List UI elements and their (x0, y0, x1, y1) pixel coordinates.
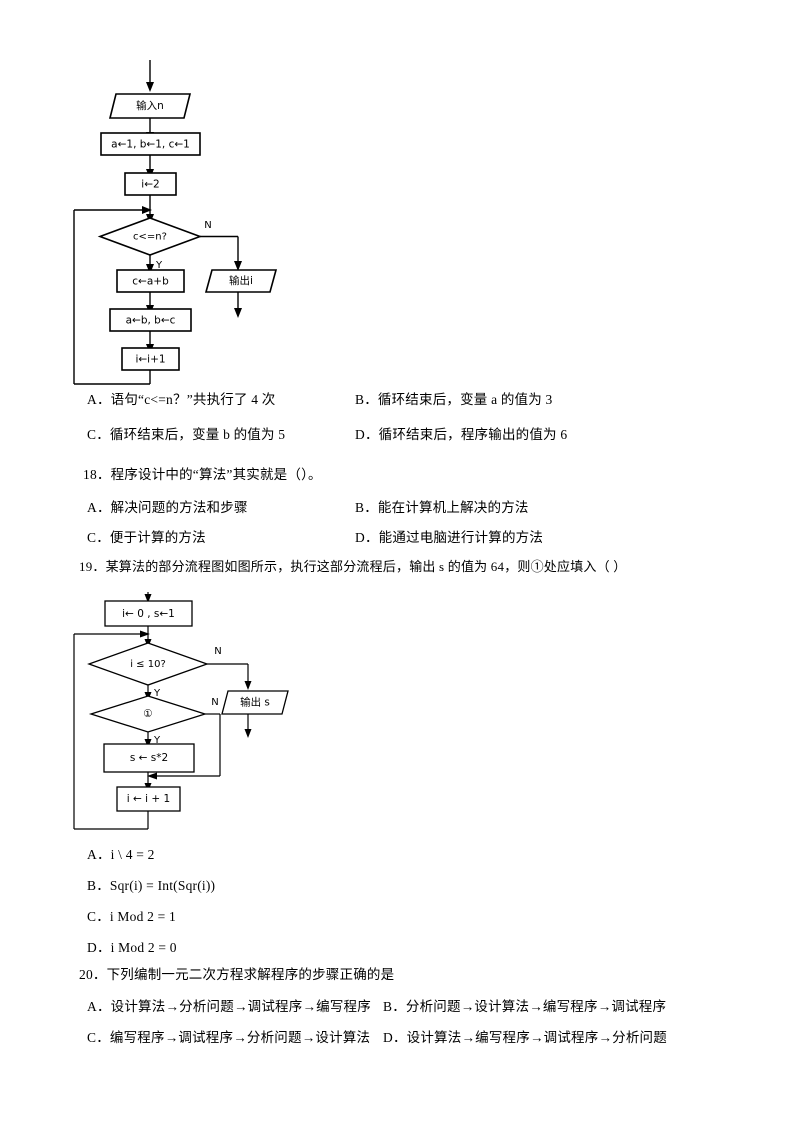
q17-option-b: B．循环结束后，变量 a 的值为 3 (355, 392, 553, 407)
fc2-branch-label-no-2: N (211, 697, 218, 708)
branch-yes-arrowhead (146, 264, 154, 274)
node-condition-c-label: c<=n? (133, 232, 167, 243)
q18-option-b: B．能在计算机上解决的方法 (355, 500, 529, 515)
entry-arrowhead (146, 82, 154, 92)
branch-label-yes: Y (155, 260, 163, 271)
q17-option-c: C．循环结束后，变量 b 的值为 5 (87, 427, 286, 442)
fc2-entry-arrowhead (144, 594, 152, 603)
q18-option-a: A．解决问题的方法和步骤 (87, 500, 248, 515)
branch-no-arrowhead (234, 261, 242, 271)
fc2-node-output-s-label: 输出 s (240, 696, 270, 709)
fc2-branch-no-arrowhead (244, 681, 252, 690)
fc2-output-exit-arrowhead (244, 729, 252, 738)
q20-option-c: C．编写程序→调试程序→分析问题→设计算法 (87, 1030, 371, 1045)
q19-option-d: D．i Mod 2 = 0 (87, 940, 177, 955)
q19-stem: 19．某算法的部分流程图如图所示，执行这部分流程后，输出 s 的值为 64，则①… (79, 559, 627, 574)
fc2-bypass-arrowhead (147, 772, 157, 780)
node-init-abc-label: a←1, b←1, c←1 (111, 139, 190, 151)
fc2-node-init (104, 600, 193, 627)
fc2-node-incr-i (116, 786, 181, 812)
q20-option-d: D．设计算法→编写程序→调试程序→分析问题 (383, 1030, 667, 1045)
q19-option-a: A．i \ 4 = 2 (87, 847, 155, 862)
node-assign-c-label: c←a+b (132, 276, 169, 288)
fc2-node-cond-mark-label: ① (143, 708, 152, 720)
fc2-node-assign-s-label: s ← s*2 (130, 752, 168, 764)
fc2-node-cond-i-label: i ≤ 10? (130, 659, 166, 670)
node-init-i-label: i←2 (141, 179, 159, 191)
q18-option-d: D．能通过电脑进行计算的方法 (355, 530, 544, 545)
node-incr-i-label: i←i+1 (135, 354, 165, 366)
flowchart-s-doubling: i← 0 , s←1 i ≤ 10? N 输出 s Y (60, 592, 320, 837)
q18-option-c: C．便于计算的方法 (87, 530, 206, 545)
flowchart-fibonacci: 输入n a←1, b←1, c←1 i←2 c<=n? N (60, 58, 320, 388)
node-input-n-label: 输入n (136, 99, 164, 112)
node-output-i (204, 269, 278, 293)
q20-stem: 20．下列编制一元二次方程求解程序的步骤正确的是 (79, 967, 395, 982)
q17-option-d: D．循环结束后，程序输出的值为 6 (355, 427, 568, 442)
fc2-node-output-s (221, 690, 289, 715)
q18-stem: 18．程序设计中的“算法”其实就是（）。 (83, 467, 322, 482)
q17-option-a: A．语句“c<=n？”共执行了 4 次 (87, 392, 276, 407)
fc2-loopback-arrowhead (140, 630, 150, 638)
node-output-i-label: 输出i (229, 274, 253, 287)
fc2-node-init-label: i← 0 , s←1 (122, 608, 175, 620)
loopback-arrowhead (142, 206, 152, 214)
node-input-n (108, 93, 192, 119)
branch-label-no: N (204, 220, 211, 231)
fc2-branch-label-yes-1: Y (153, 688, 161, 699)
q19-option-c: C．i Mod 2 = 1 (87, 909, 176, 924)
output-i-exit-arrowhead (234, 308, 242, 318)
q20-option-b: B．分析问题→设计算法→编写程序→调试程序 (383, 999, 667, 1014)
node-assign-ab-label: a←b, b←c (126, 315, 176, 327)
q20-option-a: A．设计算法→分析问题→调试程序→编写程序 (87, 999, 371, 1014)
fc2-branch-label-no-1: N (214, 646, 221, 657)
q19-option-b: B．Sqr(i) = Int(Sqr(i)) (87, 878, 216, 893)
fc2-node-incr-i-label: i ← i + 1 (127, 793, 170, 805)
fc2-node-assign-s (103, 743, 195, 773)
fc2-branch-label-yes-2: Y (153, 735, 161, 746)
